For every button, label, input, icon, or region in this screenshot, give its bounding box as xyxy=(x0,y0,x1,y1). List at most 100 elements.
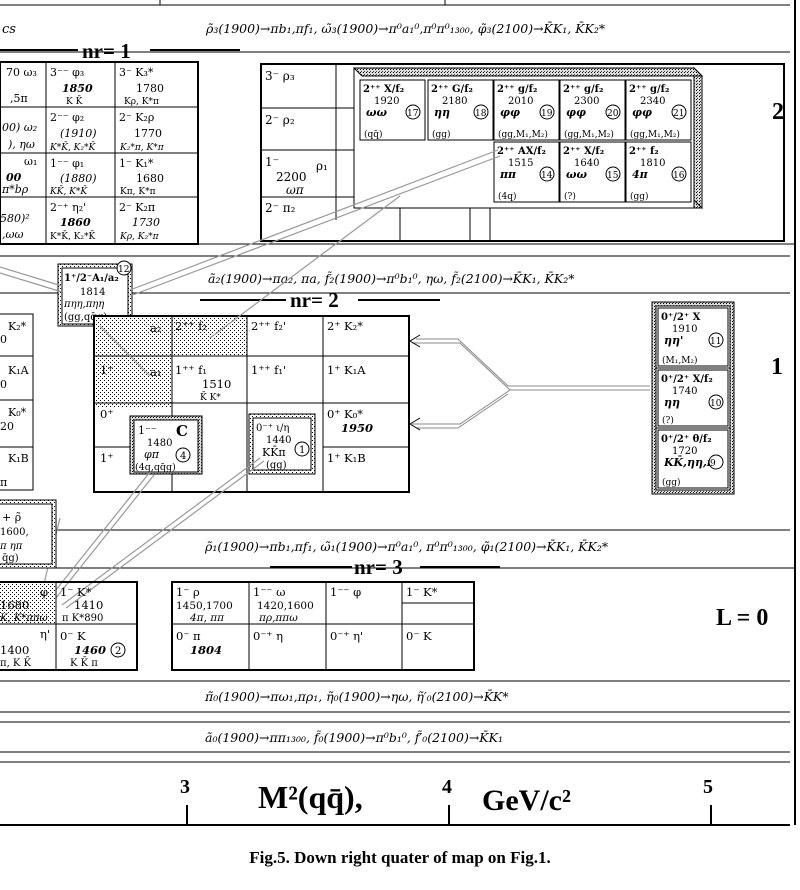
axis-tick-3: 3 xyxy=(180,776,190,798)
nr3-piv: 1804 xyxy=(190,643,222,657)
nr1-c1v: 1850 xyxy=(62,82,93,95)
left-k1z: 0 xyxy=(0,378,7,391)
glueball-L1-1-num: 10 xyxy=(710,399,722,409)
nr1-c3: 2⁻⁻ φ₂ xyxy=(50,111,84,124)
glueball-L2-3-comp: (gg,M₁,M₂) xyxy=(564,129,614,140)
nr2-f1v: 1510 xyxy=(202,377,231,391)
nr3-omegad: πρ,ππω xyxy=(258,612,298,624)
top-partial-text: cs xyxy=(2,22,16,37)
nr3l-m4: 1460 xyxy=(74,643,106,657)
glueball-L1-1-decay: ηη xyxy=(664,396,680,409)
glueball-L2-6-comp: (?) xyxy=(564,191,576,202)
glueball-L2-6-mass: 1640 xyxy=(574,158,599,169)
hybrid-a2-jpc: 1⁺/2⁻A₁/a₂ xyxy=(64,273,119,284)
iota-decay: KK̄π xyxy=(262,446,286,459)
exotic-c-num: 4 xyxy=(180,451,186,462)
glueball-L2-0-decay: ωω xyxy=(366,106,387,119)
exotic-c-label: C xyxy=(176,422,188,440)
glueball-L2-0-mass: 1920 xyxy=(374,96,399,107)
glueball-L1-1-jpc: 0⁺/2⁺ X/f₂ xyxy=(661,374,713,385)
left-k1a: K₁A xyxy=(8,364,30,377)
nr3-grid xyxy=(171,581,475,671)
nr2-a1: a₁ xyxy=(150,365,161,379)
glueball-L2-7-num: 16 xyxy=(673,171,685,181)
nr1-e5: ω₁ xyxy=(24,155,37,168)
nr1-label: nr= 1 xyxy=(82,39,131,63)
rho3-cell: 3⁻ ρ₃ xyxy=(265,69,295,83)
nr3-left-grid xyxy=(0,581,138,671)
nr3l-m2d: π K*890 xyxy=(62,613,103,624)
nr3l-k: 0⁻ K xyxy=(60,629,86,643)
nr1-left-text: 70 ω₃ ,5π 00) ω₂ ), ηω ω₁ 00 π*bρ 580)² … xyxy=(0,66,165,242)
nr1-c7v: 1860 xyxy=(60,216,91,229)
rho-tilde-m: 1600, xyxy=(0,527,29,538)
decay-line-L3: ρ̃₃(1900)→πb₁,πf₁, ω̃₃(1900)→π⁰a₁⁰,π⁰π⁰₁… xyxy=(205,21,606,36)
hybrid-a2-decay: πηη,πηη xyxy=(63,299,104,310)
glueball-L2-4-decay: φφ xyxy=(632,106,652,119)
glueball-L1-2-mass: 1720 xyxy=(672,446,697,457)
left-k2z: 0 xyxy=(0,333,7,346)
nr1-c4v: 1770 xyxy=(134,127,162,140)
rho2-cell: 2⁻ ρ₂ xyxy=(265,113,295,127)
glueball-L1-1-comp: (?) xyxy=(662,415,674,426)
L2-label: 2 xyxy=(772,99,784,125)
left-pi: π xyxy=(0,476,7,489)
glueball-L2-2-mass: 2010 xyxy=(508,96,533,107)
glueball-L2-3-jpc: 2⁺⁺ g/f₂ xyxy=(563,84,603,95)
iota-mass: 1440 xyxy=(266,435,291,446)
nr1-c3d: K*K̄, K₂*K̄ xyxy=(49,141,97,153)
hybrid-a2-comp: (gg,qq̄g) xyxy=(64,312,107,323)
nr2-k1b: 1⁺ K₁B xyxy=(327,451,366,465)
nr2-zero: 0⁺ xyxy=(100,407,113,421)
nr1-c5d: KK̄, K*K̄ xyxy=(49,185,88,197)
frame-lines xyxy=(0,0,796,826)
nr1-e6: 00 xyxy=(6,171,22,184)
glueball-L2-5-jpc: 2⁺⁺ AX/f₂ xyxy=(497,146,546,157)
nr2-f2p: 2⁺⁺ f₂' xyxy=(251,319,286,333)
nr2-a2: a₂ xyxy=(150,321,161,335)
rho-tilde-a: + ρ̃ xyxy=(2,511,21,524)
nr2-k0v: 1950 xyxy=(341,421,373,435)
left-k0: K₀* xyxy=(8,406,27,419)
glueball-L2-5-mass: 1515 xyxy=(508,158,533,169)
nr-labels: nr= 1 nr= 2 nr= 3 xyxy=(0,39,500,579)
nr1-c8: 2⁻ K₂π xyxy=(119,201,155,214)
nr2-grid xyxy=(93,315,410,493)
exotic-c-comp: (4q,qq̄g) xyxy=(135,462,176,473)
nr3-left-text: φ 1⁻ K* 1680 K, K*ππω 1410 π K*890 η' 0⁻… xyxy=(0,585,126,669)
nr3-kstar: 1⁻ K* xyxy=(406,585,438,599)
nr2-f1: 1⁺⁺ f₁ xyxy=(175,363,207,377)
nr3l-phi: φ xyxy=(40,585,48,599)
nr3-rhov: 1450,1700 xyxy=(176,600,233,612)
nr1-left-grid xyxy=(0,61,199,245)
glueball-L1-1-mass: 1740 xyxy=(672,386,697,397)
decay-line-L1: ρ̃₁(1900)→πb₁,πf₁, ω̃₁(1900)→π⁰a₁⁰, π⁰π⁰… xyxy=(204,539,609,554)
nr1-e7: π*bρ xyxy=(1,183,29,196)
decay-line-L0a: π̃₀(1900)→πω₁,πρ₁, η̃₀(1900)→ηω, η̃′₀(21… xyxy=(204,689,509,704)
nr1-c8d: Kρ, K₂*π xyxy=(119,232,160,242)
glueball-L2-5-num: 14 xyxy=(541,171,553,181)
glueball-L2-3-decay: φφ xyxy=(566,106,586,119)
glueball-L2-7-mass: 1810 xyxy=(640,158,665,169)
glueball-L2-6-num: 15 xyxy=(607,171,619,181)
glueball-L2-2-num: 19 xyxy=(541,109,553,119)
nr2-left-text: K₂* 0 K₁A 0 K₀* 20 K₁B π xyxy=(0,320,30,489)
nr3-omega: 1⁻⁻ ω xyxy=(253,585,286,599)
nr3l-m1: 1680 xyxy=(0,598,29,612)
glueball-L1-0-comp: (M₁,M₂) xyxy=(662,355,698,366)
nr1-c5v: (1880) xyxy=(60,172,97,185)
nr2-f1d: K̄ K* xyxy=(200,391,221,403)
nr3-phi: 1⁻⁻ φ xyxy=(330,585,361,599)
nr3-text: 1⁻ ρ 1450,1700 4π, ππ 1⁻⁻ ω 1420,1600 πρ… xyxy=(176,585,438,657)
glueball-L1-0-mass: 1910 xyxy=(672,324,697,335)
nr3-pi: 0⁻ π xyxy=(176,629,201,643)
